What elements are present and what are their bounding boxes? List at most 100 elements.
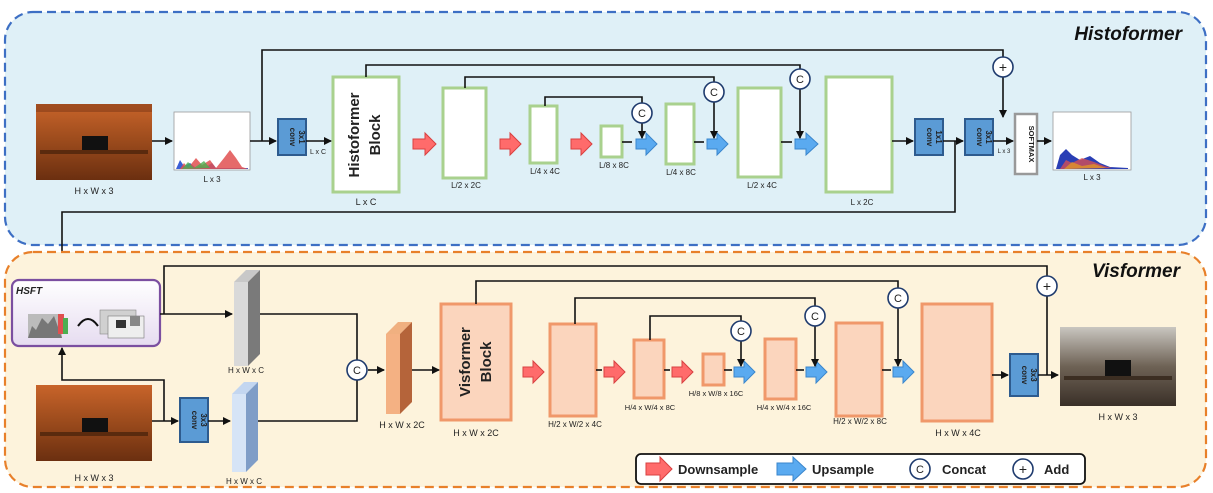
conv-3x3-box: conv 3x3 xyxy=(179,397,209,443)
visformer-block-line1: Visformer xyxy=(457,327,474,397)
histoformer-dec3 xyxy=(824,75,894,194)
legend-add-label: Add xyxy=(1044,462,1069,477)
upsample-arrow xyxy=(794,131,819,157)
feature-slab-gray xyxy=(234,270,260,366)
conv-3x1-box: conv 3x1 xyxy=(277,118,307,156)
input-label-top: H x W x 3 xyxy=(74,186,113,196)
histogram-output xyxy=(1052,111,1132,171)
svg-text:C: C xyxy=(916,464,924,476)
histoformer-enc1-dim: L/2 x 2C xyxy=(451,181,481,190)
concat-symbol: C xyxy=(730,320,752,342)
svg-text:1x1: 1x1 xyxy=(934,130,943,144)
svg-text:conv: conv xyxy=(1020,366,1029,385)
histoformer-block xyxy=(331,75,401,194)
svg-text:conv: conv xyxy=(288,128,297,147)
feat2-dim: H x W x C xyxy=(226,477,262,486)
histoformer-dec2-dim: L/2 x 4C xyxy=(747,181,777,190)
conv-3x3-out-box: conv 3x3 xyxy=(1009,353,1039,397)
hsft-label: HSFT xyxy=(16,286,43,297)
conv3-out-label: L x 3 xyxy=(998,149,1011,155)
svg-text:C: C xyxy=(737,326,745,338)
concat-symbol: C xyxy=(789,68,811,90)
histoformer-enc1 xyxy=(441,86,488,180)
svg-text:C: C xyxy=(710,87,718,99)
histoformer-enc2 xyxy=(528,104,559,165)
visformer-dec1 xyxy=(763,337,798,401)
feature-slab-blue xyxy=(232,382,258,472)
histoformer-block-dim: L x C xyxy=(356,197,377,207)
input-image-bottom xyxy=(36,385,152,461)
concat-symbol: C xyxy=(703,81,725,103)
visformer-enc2-dim: H/4 x W/4 x 8C xyxy=(625,403,676,412)
svg-text:C: C xyxy=(811,311,819,323)
histoformer-block-line1: Histoformer xyxy=(346,92,363,177)
svg-text:C: C xyxy=(796,74,804,86)
histoformer-dec2 xyxy=(736,86,783,179)
histoformer-block-line2: Block xyxy=(367,114,384,156)
legend-concat-label: Concat xyxy=(942,462,987,477)
visformer-dec2-dim: H/2 x W/2 x 8C xyxy=(833,417,887,426)
svg-text:C: C xyxy=(638,108,646,120)
hist-in-label: L x 3 xyxy=(203,175,221,184)
legend-concat-icon: C xyxy=(909,458,931,480)
legend-downsample-label: Downsample xyxy=(678,462,758,477)
feature-slab-orange xyxy=(386,322,412,414)
downsample-arrow xyxy=(499,131,522,157)
legend-upsample-label: Upsample xyxy=(812,462,874,477)
conv1-out-label: L x C xyxy=(310,149,326,156)
histoformer-connections xyxy=(58,49,1052,278)
visformer-bottleneck-dim: H/8 x W/8 x 16C xyxy=(689,389,744,398)
output-label: H x W x 3 xyxy=(1098,412,1137,422)
concat-symbol: C xyxy=(631,102,653,124)
svg-text:C: C xyxy=(353,365,361,377)
visformer-enc1 xyxy=(548,322,598,418)
hsft-box xyxy=(10,278,162,348)
visformer-dec3-dim: H x W x 4C xyxy=(935,428,981,438)
legend: Downsample Upsample C Concat + Add xyxy=(635,453,1086,485)
visformer-block xyxy=(439,302,513,422)
svg-text:3x3: 3x3 xyxy=(1029,368,1038,382)
downsample-arrow xyxy=(671,359,694,385)
downsample-arrow xyxy=(603,359,626,385)
visformer-block-dim: H x W x 2C xyxy=(453,428,499,438)
legend-downsample-icon xyxy=(645,455,673,483)
visformer-connections xyxy=(58,265,1059,425)
input-label-bottom: H x W x 3 xyxy=(74,473,113,483)
downsample-arrow xyxy=(412,131,437,157)
svg-text:3x1: 3x1 xyxy=(984,130,993,144)
concat-symbol: C xyxy=(887,287,909,309)
softmax-box: SOFTMAX xyxy=(1013,112,1039,176)
histoformer-enc2-dim: L/4 x 4C xyxy=(530,167,560,176)
conv-3x1-box-out: conv 3x1 xyxy=(964,118,994,156)
visformer-dec3 xyxy=(920,302,994,423)
svg-text:conv: conv xyxy=(975,128,984,147)
svg-text:3x1: 3x1 xyxy=(297,130,306,144)
histoformer-title: Histoformer xyxy=(1074,24,1183,45)
input-image-top xyxy=(36,104,152,180)
hist-out-label: L x 3 xyxy=(1083,173,1101,182)
downsample-arrow xyxy=(522,359,545,385)
visformer-dec1-dim: H/4 x W/4 x 16C xyxy=(757,403,812,412)
feat1-dim: H x W x C xyxy=(228,366,264,375)
visformer-title: Visformer xyxy=(1092,261,1182,282)
legend-add-icon: + xyxy=(1012,458,1034,480)
histoformer-dec3-dim: L x 2C xyxy=(851,198,874,207)
svg-text:+: + xyxy=(1019,461,1027,477)
add-symbol: + xyxy=(992,56,1014,78)
svg-text:conv: conv xyxy=(190,411,199,430)
visformer-enc2 xyxy=(632,338,666,400)
svg-text:3x3: 3x3 xyxy=(199,413,208,427)
histoformer-bottleneck xyxy=(599,124,624,159)
svg-text:conv: conv xyxy=(925,128,934,147)
histoformer-dec1-dim: L/4 x 8C xyxy=(666,168,696,177)
svg-text:SOFTMAX: SOFTMAX xyxy=(1027,126,1036,163)
visformer-enc1-dim: H/2 x W/2 x 4C xyxy=(548,420,602,429)
downsample-arrow xyxy=(570,131,593,157)
legend-upsample-icon xyxy=(776,455,807,483)
visformer-block-line2: Block xyxy=(478,341,495,383)
svg-text:C: C xyxy=(894,293,902,305)
histoformer-dec1 xyxy=(664,102,696,166)
histogram-input xyxy=(173,111,251,171)
add-symbol: + xyxy=(1036,275,1058,297)
